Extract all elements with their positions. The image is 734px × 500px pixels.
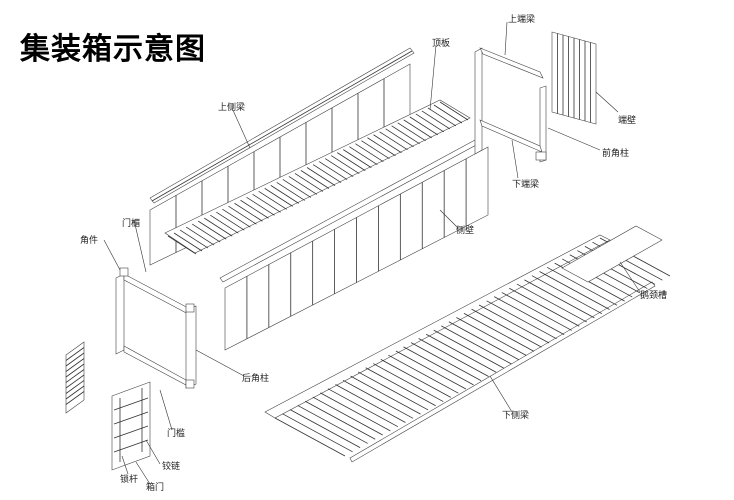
leader-lines	[103, 21, 641, 485]
label-gooseneck-tunnel: 鹅颈槽	[640, 289, 667, 301]
label-corner-fitting: 角件	[80, 234, 98, 246]
label-bottom-side-beam: 下侧梁	[502, 409, 529, 421]
gooseneck-tunnel	[561, 225, 663, 283]
floor-frame	[264, 234, 671, 463]
rear-door-panel	[111, 381, 151, 471]
rear-door-frame	[115, 267, 197, 389]
label-end-wall: 端壁	[618, 114, 636, 126]
label-door-sill: 门槛	[167, 427, 185, 439]
label-side-wall: 侧壁	[456, 224, 474, 236]
label-bottom-end-beam: 下端梁	[512, 178, 539, 190]
label-lock-rod: 锁杆	[120, 473, 138, 485]
label-front-corner-post: 前角柱	[602, 147, 629, 159]
lower-side-wall	[224, 146, 489, 351]
label-hinge: 铰链	[162, 460, 180, 472]
roof-panel	[164, 99, 471, 255]
label-rear-corner-post: 后角柱	[242, 372, 269, 384]
label-roof-panel: 顶板	[432, 37, 450, 49]
top-side-beam	[149, 47, 415, 204]
vent-panel	[65, 341, 85, 414]
front-end-frame	[474, 47, 547, 163]
label-door: 箱门	[146, 481, 164, 493]
label-top-end-beam: 上端梁	[508, 13, 535, 25]
label-door-header: 门楣	[122, 217, 140, 229]
label-top-side-beam: 上侧梁	[218, 101, 245, 113]
end-wall-panel	[551, 31, 597, 125]
page-title: 集装箱示意图	[20, 32, 206, 67]
